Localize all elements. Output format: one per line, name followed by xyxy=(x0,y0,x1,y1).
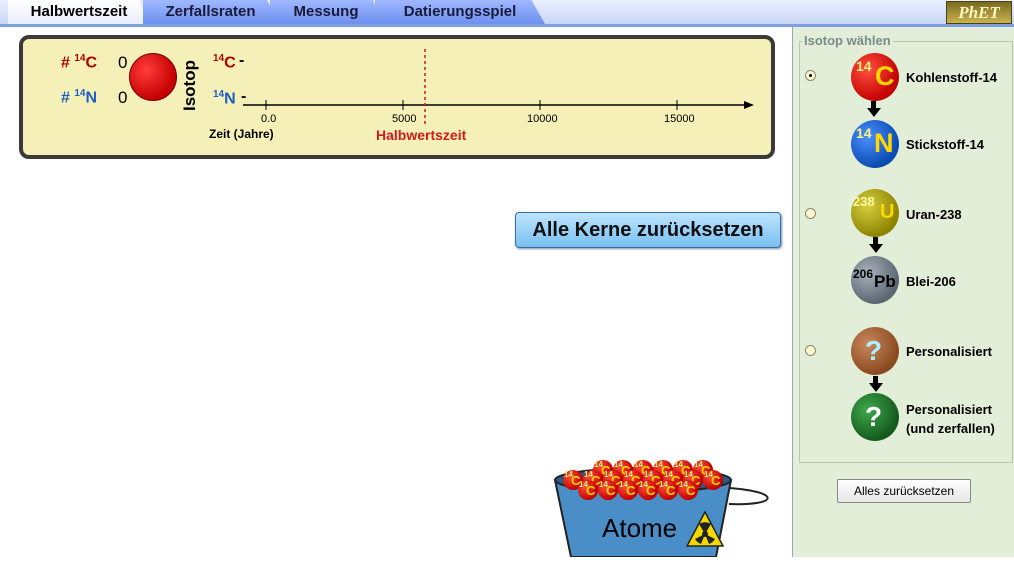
tick-label-10000: 10000 xyxy=(527,113,558,125)
lead-206-icon: 206 Pb xyxy=(851,256,899,304)
custom-decayed-icon: ? xyxy=(851,393,899,441)
tab-zerfallsraten[interactable]: Zerfallsraten xyxy=(143,0,278,24)
custom-decayed-label-line2: (und zerfallen) xyxy=(906,421,995,436)
control-panel: Isotop wählen 14 C Kohlenstoff-14 14 N S… xyxy=(792,27,1014,557)
decay-arrow-3 xyxy=(873,376,878,384)
parent-count-label: # 14C xyxy=(61,53,98,72)
tab-bar: Halbwertszeit Zerfallsraten Messung Dati… xyxy=(0,0,1014,27)
isotope-selector-title: Isotop wählen xyxy=(802,33,893,48)
half-life-panel: # 14C 0 # 14N 0 Isotop 14C - 14N - 0.0 5… xyxy=(19,35,775,159)
tab-messung[interactable]: Messung xyxy=(270,0,382,24)
time-axis-arrowhead xyxy=(744,101,754,109)
tick-label-5000: 5000 xyxy=(392,113,417,125)
decay-arrow-1-head xyxy=(867,108,881,117)
isotope-selector xyxy=(799,41,1013,463)
axis-parent-label: 14C xyxy=(213,53,236,72)
radio-carbon-14[interactable] xyxy=(805,70,816,81)
nitrogen-14-label: Stickstoff-14 xyxy=(906,137,985,152)
carbon-14-label[interactable]: Kohlenstoff-14 xyxy=(906,70,997,85)
uranium-238-icon[interactable]: 238 U xyxy=(851,189,899,237)
parent-count-value: 0 xyxy=(118,53,128,72)
nitrogen-14-icon: 14 N xyxy=(851,120,899,168)
tick-label-0: 0.0 xyxy=(261,113,277,125)
isotope-axis-label: Isotop xyxy=(180,60,199,111)
custom-isotope-icon[interactable]: ? xyxy=(851,327,899,375)
lead-206-label: Blei-206 xyxy=(906,274,956,289)
half-life-marker xyxy=(424,49,426,125)
tab-datierungsspiel[interactable]: Datierungsspiel xyxy=(375,0,545,24)
daughter-count-value: 0 xyxy=(118,88,128,107)
bucket-handle xyxy=(728,487,769,506)
decay-arrow-3-head xyxy=(869,383,883,392)
carbon-nucleus-icon xyxy=(129,53,177,101)
decay-arrow-1 xyxy=(871,101,876,109)
custom-decayed-label-line1: Personalisiert xyxy=(906,402,992,417)
axis-daughter-dash: - xyxy=(241,88,247,105)
bucket-label: Atome xyxy=(602,513,678,543)
tab-halbwertszeit[interactable]: Halbwertszeit xyxy=(8,0,150,24)
tick-label-15000: 15000 xyxy=(664,113,695,125)
axis-daughter-label: 14N xyxy=(213,89,236,108)
daughter-count-label: # 14N xyxy=(61,88,98,107)
axis-parent-dash: - xyxy=(239,52,245,69)
reset-all-button[interactable]: Alles zurücksetzen xyxy=(837,479,971,503)
carbon-14-icon[interactable]: 14 C xyxy=(851,53,899,101)
radio-custom[interactable] xyxy=(805,345,816,356)
decay-arrow-2 xyxy=(873,237,878,245)
radio-uranium-238[interactable] xyxy=(805,208,816,219)
time-axis xyxy=(243,100,754,110)
time-axis-label: Zeit (Jahre) xyxy=(209,127,274,141)
half-life-label[interactable]: Halbwertszeit xyxy=(376,127,467,143)
custom-isotope-label[interactable]: Personalisiert xyxy=(906,344,992,359)
phet-logo[interactable]: PhET xyxy=(946,1,1012,24)
decay-arrow-2-head xyxy=(869,244,883,253)
reset-all-nuclei-button[interactable]: Alle Kerne zurücksetzen xyxy=(515,212,781,248)
uranium-238-label[interactable]: Uran-238 xyxy=(906,207,962,222)
